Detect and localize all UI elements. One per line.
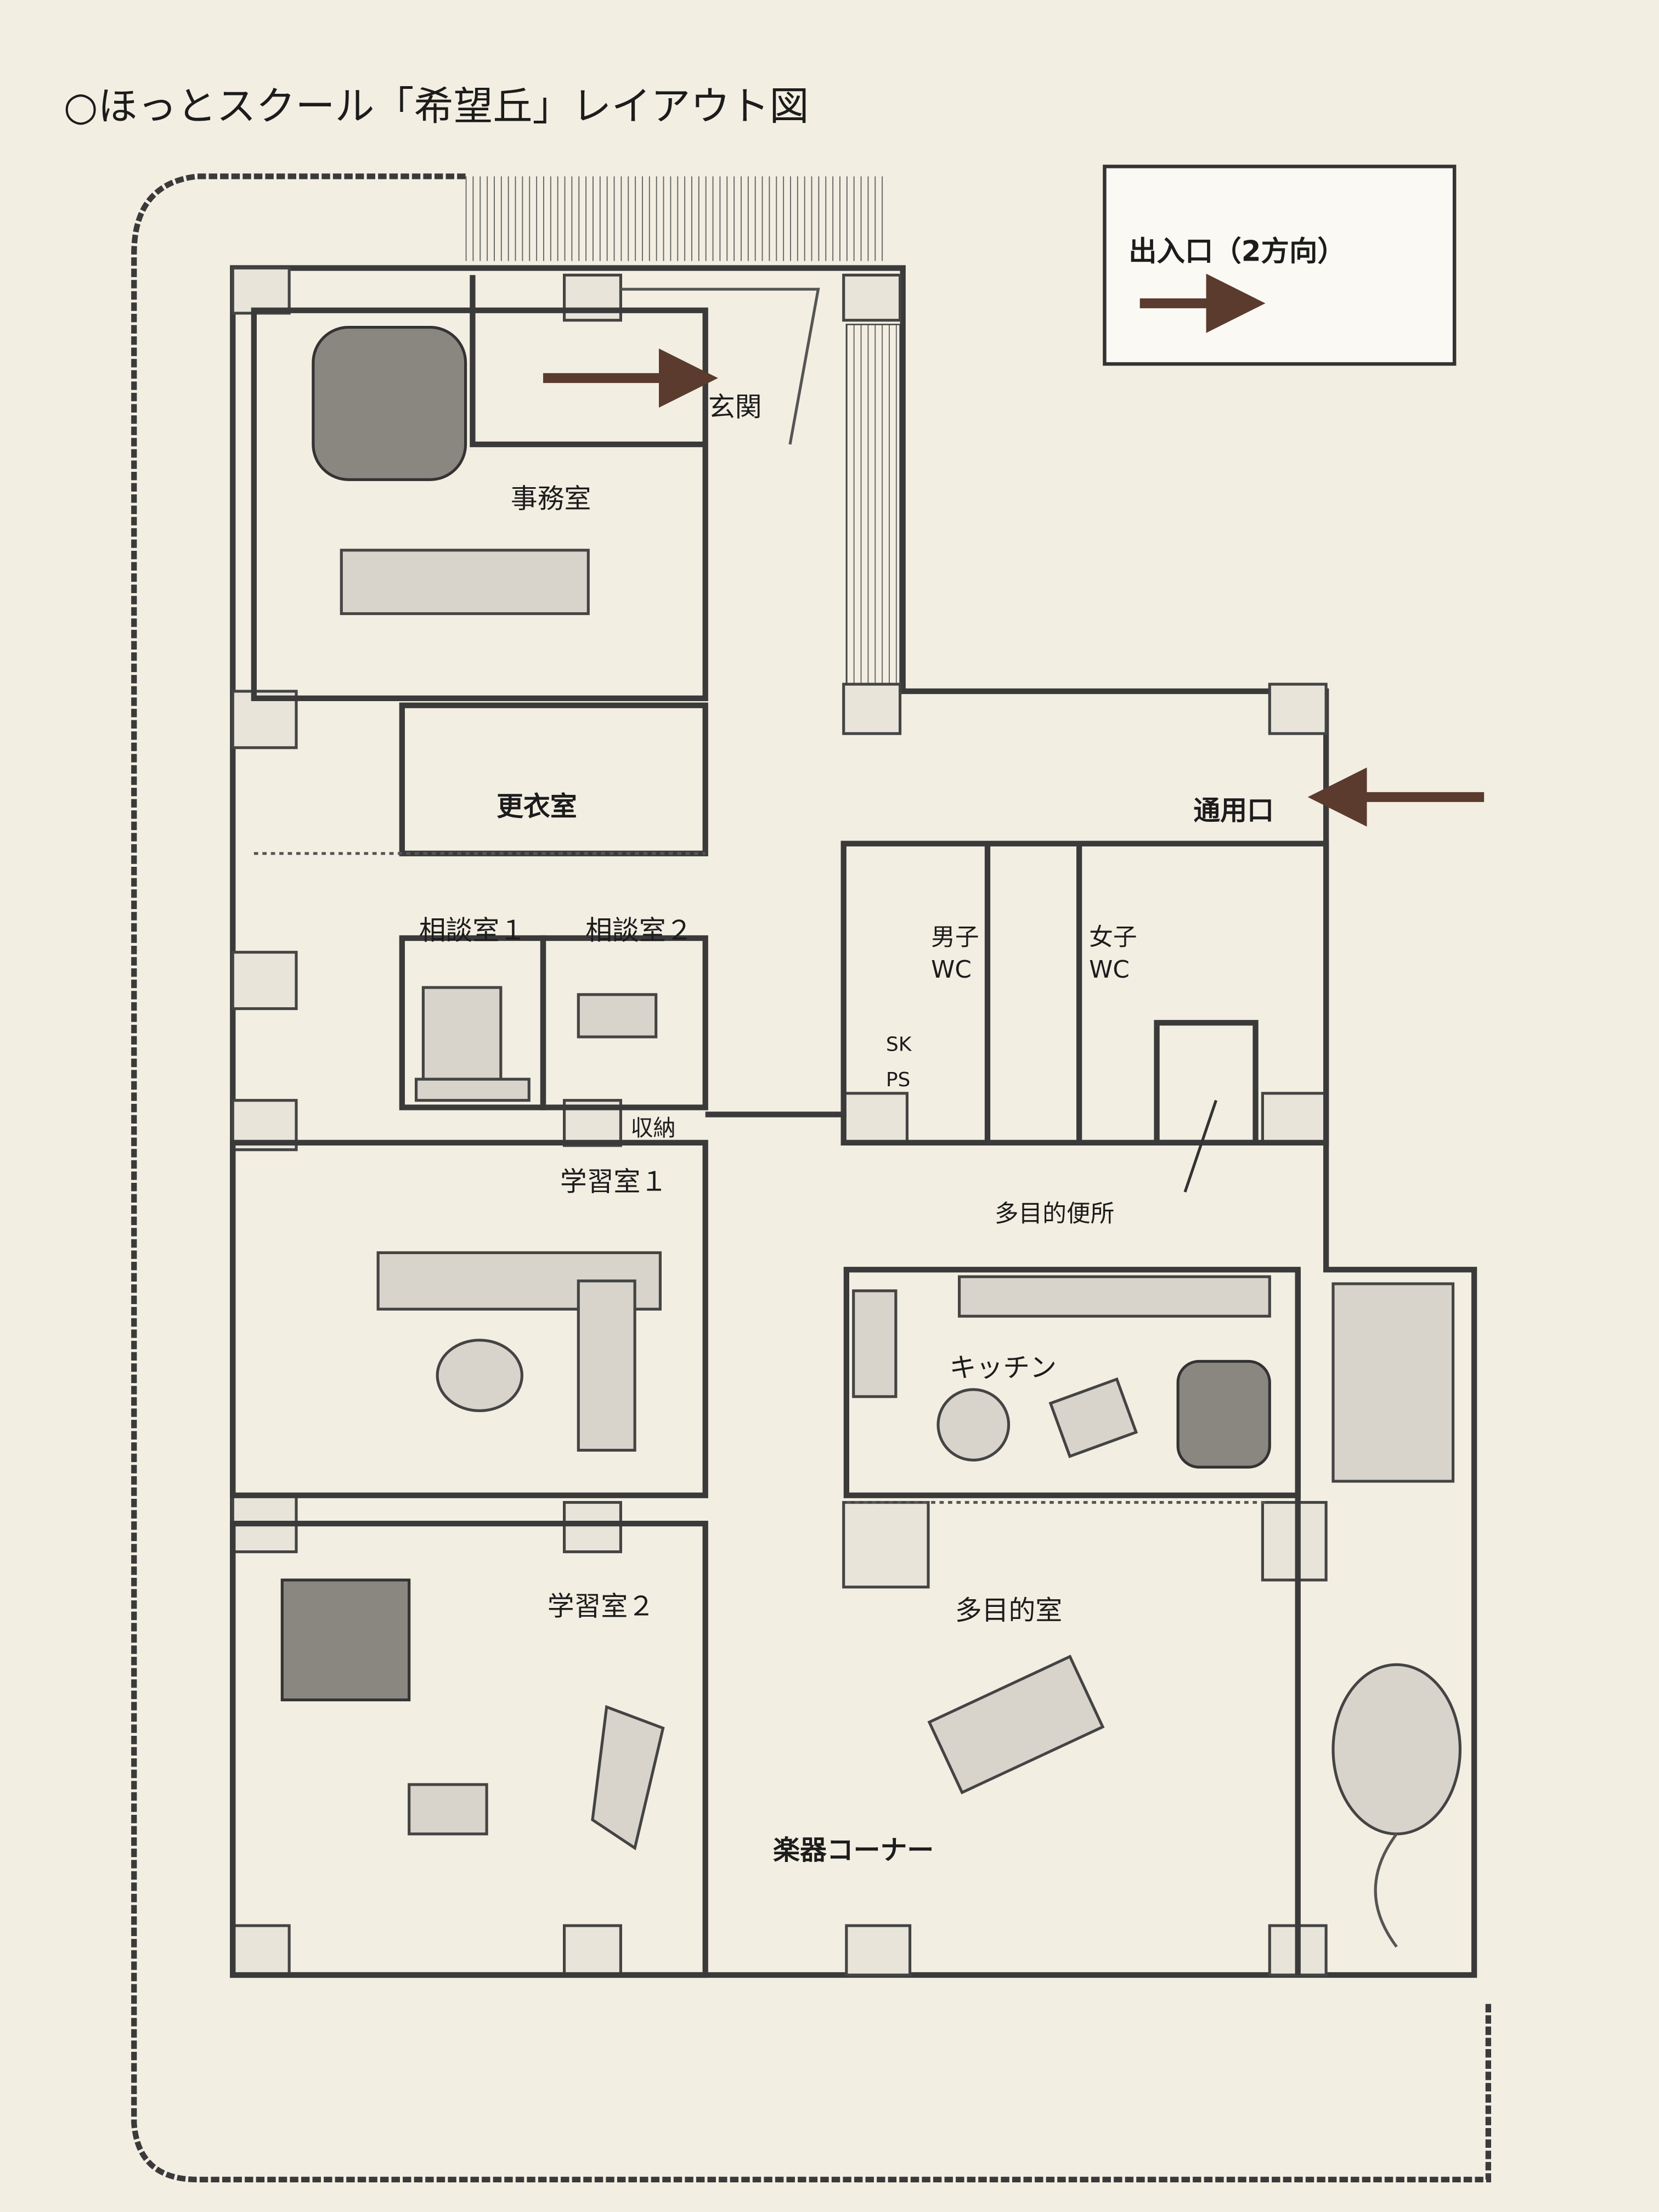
room-label-entrance: 玄関: [708, 392, 762, 423]
legend-box: 出入口（2方向）: [1103, 165, 1457, 366]
hatched-strip: [465, 176, 889, 261]
room-label-storage: 収納: [630, 1115, 675, 1141]
furniture: [280, 326, 1462, 1948]
columns: [231, 267, 1328, 1977]
page-title: ○ほっとスクール「希望丘」レイアウト図: [64, 83, 809, 129]
room-label-study1: 学習室１: [560, 1166, 667, 1197]
room-label-consult2: 相談室２: [585, 915, 692, 946]
room-label-accessible-toilet: 多目的便所: [995, 1200, 1115, 1228]
room-label-mens-wc-2: WC: [931, 956, 972, 984]
room-label-study2: 学習室２: [548, 1590, 654, 1622]
room-label-instrument-corner: 楽器コーナー: [773, 1835, 934, 1866]
room-label-sk: SK: [886, 1034, 912, 1056]
room-label-kitchen: キッチン: [950, 1352, 1057, 1384]
room-label-womens-wc: 女子: [1089, 923, 1137, 951]
legend-label: 出入口（2方向）: [1128, 235, 1346, 268]
toilet-leader-line: [1183, 1099, 1218, 1193]
room-label-consult1: 相談室１: [419, 915, 526, 946]
room-label-service-entrance: 通用口: [1193, 795, 1274, 826]
room-label-office: 事務室: [511, 483, 591, 515]
room-label-locker: 更衣室: [496, 791, 577, 822]
room-walls: [230, 275, 1329, 1978]
room-label-womens-wc-2: WC: [1089, 956, 1130, 984]
site-boundary: [131, 173, 1491, 2183]
room-label-mens-wc: 男子: [931, 923, 979, 951]
room-label-multipurpose: 多目的室: [955, 1595, 1062, 1626]
room-label-ps: PS: [886, 1069, 911, 1091]
hatched-column: [845, 324, 901, 685]
